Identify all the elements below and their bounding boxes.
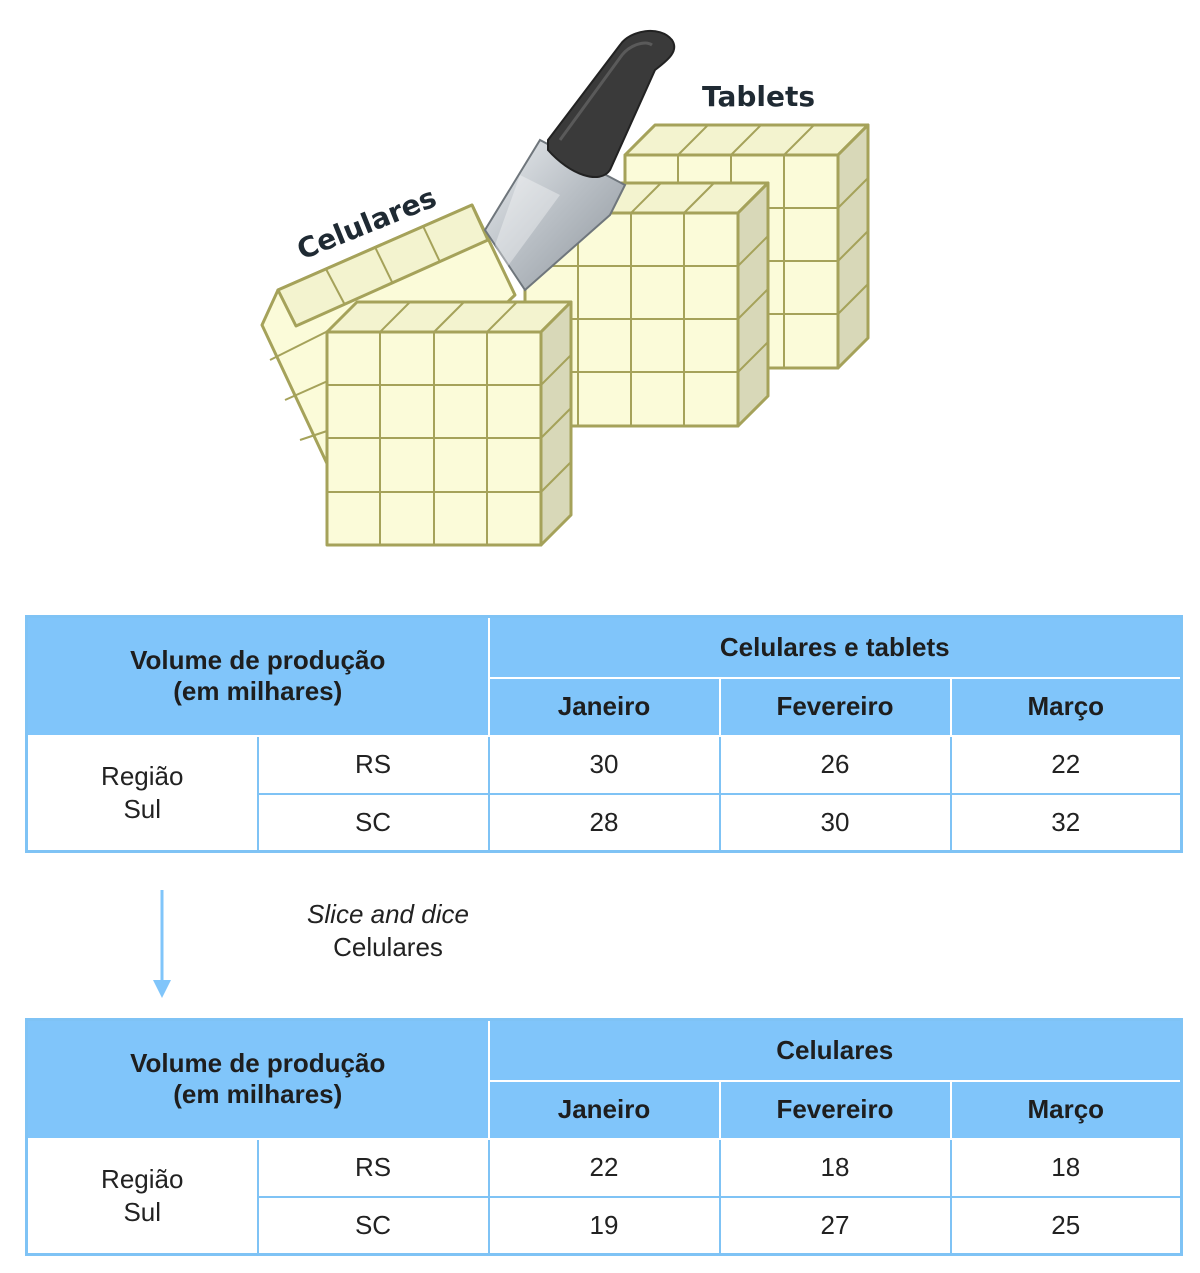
- value-cell: 19: [487, 1195, 721, 1256]
- operation-name: Slice and dice: [307, 899, 469, 929]
- month-header: Março: [949, 1079, 1183, 1140]
- front-cube: [325, 300, 573, 547]
- month-header: Fevereiro: [718, 1079, 952, 1140]
- value-cell: 18: [949, 1137, 1183, 1198]
- state-cell: SC: [256, 792, 490, 853]
- label-tablets: Tablets: [702, 80, 815, 113]
- table-row: Região Sul RS 30 26 22: [25, 734, 1183, 853]
- month-header: Janeiro: [487, 1079, 721, 1140]
- value-cell: 27: [718, 1195, 952, 1256]
- month-header: Janeiro: [487, 676, 721, 737]
- value-cell: 28: [487, 792, 721, 853]
- value-cell: 22: [487, 1137, 721, 1198]
- value-cell: 25: [949, 1195, 1183, 1256]
- month-header: Março: [949, 676, 1183, 737]
- operation-target: Celulares: [333, 932, 443, 962]
- table-row: SC 19 27 25: [27, 1195, 1183, 1256]
- corner-title: Volume de produção (em milhares): [25, 615, 490, 737]
- olap-cube-illustration: Tablets Celulares: [260, 29, 870, 547]
- state-cell: RS: [256, 734, 490, 795]
- table-after: Volume de produção (em milhares) Celular…: [25, 1018, 1183, 1256]
- arrow-down-icon: [153, 890, 171, 998]
- region-cell: Região Sul: [25, 734, 259, 853]
- corner-title: Volume de produção (em milhares): [25, 1018, 490, 1140]
- value-cell: 30: [487, 734, 721, 795]
- table-row: SC 28 30 32: [27, 792, 1183, 853]
- region-cell: Região Sul: [25, 1137, 259, 1256]
- table-row: Região Sul RS 22 18 18: [25, 1137, 1183, 1256]
- value-cell: 32: [949, 792, 1183, 853]
- value-cell: 18: [718, 1137, 952, 1198]
- value-cell: 22: [949, 734, 1183, 795]
- month-header: Fevereiro: [718, 676, 952, 737]
- state-cell: SC: [256, 1195, 490, 1256]
- state-cell: RS: [256, 1137, 490, 1198]
- operation-caption: Slice and dice Celulares: [288, 898, 488, 964]
- table-before: Volume de produção (em milhares) Celular…: [25, 615, 1184, 853]
- value-cell: 30: [718, 792, 952, 853]
- group-header: Celulares: [487, 1018, 1183, 1082]
- knife-icon: [483, 29, 676, 292]
- group-header: Celulares e tablets: [487, 615, 1183, 679]
- value-cell: 26: [718, 734, 952, 795]
